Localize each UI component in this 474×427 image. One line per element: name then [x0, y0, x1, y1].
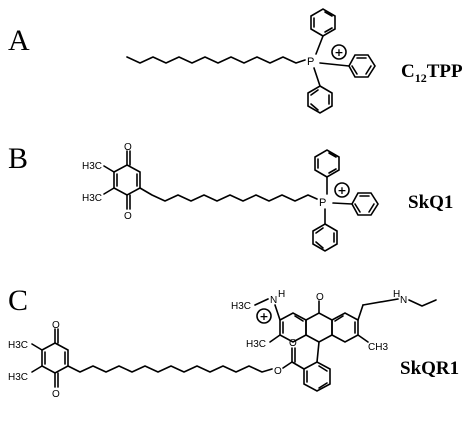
- ester-oxygen: O: [274, 366, 282, 377]
- panel-letter-c: C: [8, 284, 28, 317]
- bond-amine-right: [357, 304, 364, 321]
- panel-letter-a: A: [8, 24, 30, 57]
- amine-bond-right: [362, 298, 399, 306]
- carbonyl-oxygen: O: [289, 338, 297, 349]
- oxygen-atom-b-bottom: O: [124, 211, 132, 222]
- panel-letter-b: B: [8, 142, 28, 175]
- benzoyl-bond: [291, 361, 305, 370]
- amine-hydrogen: H: [393, 289, 400, 300]
- bond-p-phenyl-bottom: [313, 67, 321, 87]
- bond-p-phenyl-right: [332, 202, 353, 205]
- bond-p-phenyl-top: [315, 35, 324, 55]
- ethyl-bond-left: [254, 298, 269, 306]
- bond-methyl-left: [269, 334, 281, 343]
- charge-sign-b: +: [337, 184, 346, 197]
- oxygen-atom-c-top: O: [52, 320, 60, 331]
- phenyl-ring: [314, 149, 340, 178]
- methyl-group-b2: H3C: [82, 193, 102, 204]
- charge-sign-c: +: [259, 310, 268, 323]
- compound-label-b: SkQ1: [408, 192, 453, 213]
- phenyl-ring: [307, 85, 333, 114]
- bond-p-phenyl-right: [319, 62, 350, 67]
- positive-charge-b: [334, 182, 350, 198]
- methyl-group-c2: H3C: [8, 372, 28, 383]
- benzoate-ring: [303, 361, 331, 392]
- methyl-group-c1: H3C: [8, 340, 28, 351]
- positive-charge-a: [331, 44, 347, 60]
- positive-charge-c: [256, 308, 272, 324]
- quinone-ring-c: [31, 328, 69, 388]
- methyl-group-b1: H3C: [82, 161, 102, 172]
- decyl-chain-c: [67, 365, 273, 373]
- oxygen-atom-b-top: O: [124, 142, 132, 153]
- iminium-hydrogen: H: [278, 289, 285, 300]
- decyl-chain-b: [139, 187, 318, 202]
- phosphorus-atom-b: P: [319, 197, 326, 209]
- bond-amine-left: [274, 304, 281, 321]
- phenyl-ring: [310, 8, 336, 37]
- ethyl-chain-right: [408, 299, 437, 307]
- phosphorus-atom-a: P: [307, 56, 314, 68]
- xanthene-oxygen: O: [316, 292, 324, 303]
- bond-methyl-right: [357, 334, 369, 343]
- charge-sign-a: +: [334, 46, 343, 59]
- panel-b: B O O H3C H3C P +: [8, 142, 453, 252]
- phenyl-ring: [348, 54, 376, 78]
- oxygen-atom-c-bottom: O: [52, 389, 60, 400]
- amine-nitrogen: N: [400, 295, 407, 306]
- ester-bond: [282, 361, 293, 369]
- methyl-group-c5: CH3: [368, 342, 388, 353]
- phenyl-ring: [351, 192, 379, 216]
- panel-a: A P + C12TPP: [8, 8, 463, 114]
- bond-to-xanthene: [316, 341, 320, 363]
- iminium-nitrogen: N: [270, 295, 277, 306]
- xanthene-core: [279, 300, 359, 343]
- phenyl-ring: [312, 223, 338, 252]
- compound-label-a: C12TPP: [401, 61, 463, 85]
- dodecyl-chain: [126, 56, 306, 64]
- methyl-group-c3: H3C: [231, 301, 251, 312]
- quinone-ring-b: [103, 150, 141, 210]
- compound-label-c: SkQR1: [400, 358, 459, 379]
- methyl-group-c4: H3C: [246, 339, 266, 350]
- panel-c: C O O H3C H3C O O: [8, 284, 459, 400]
